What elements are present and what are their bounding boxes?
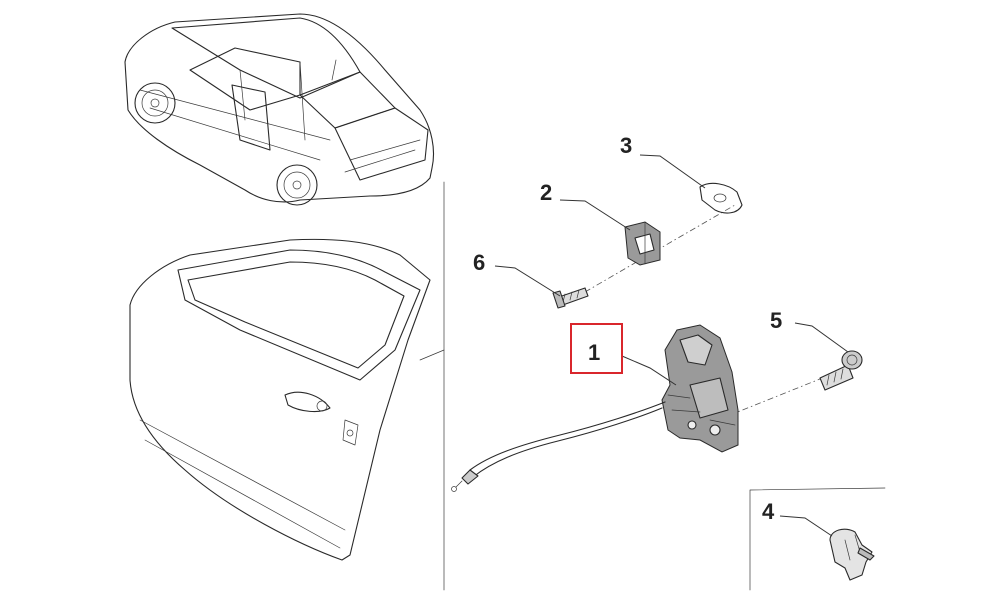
part-6-bolt (552, 287, 589, 309)
part-2-striker (624, 221, 661, 266)
part-4-clip (829, 528, 875, 581)
bracket-lines (419, 181, 886, 591)
leader-lines (494, 154, 849, 537)
callout-4-label: 4 (762, 499, 775, 524)
callout-6-label: 6 (473, 250, 485, 275)
door-panel-illustration (129, 238, 431, 561)
part-3-gasket (699, 182, 743, 214)
callout-1-highlight-box (570, 323, 623, 374)
car-illustration (124, 13, 435, 206)
callout-3-label: 3 (620, 133, 632, 158)
callout-2-label: 2 (540, 180, 552, 205)
part-1-cable (451, 401, 666, 492)
part-1-lock-actuator (661, 324, 739, 453)
callout-1-label: 1 (588, 340, 600, 365)
part-5-screw (819, 350, 863, 391)
callout-5-label: 5 (770, 308, 782, 333)
